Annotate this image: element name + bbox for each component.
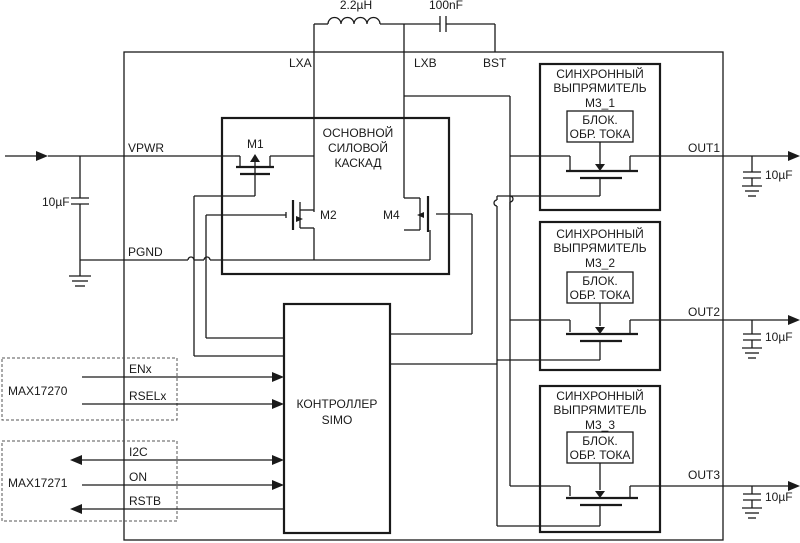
controller-label-1: КОНТРОЛЛЕР: [297, 397, 378, 411]
transistor-m2: M2: [205, 200, 337, 338]
inductor-label: 2.2µH: [340, 0, 372, 12]
controller-label-2: SIMO: [322, 413, 353, 427]
rectifier-1: СИНХРОННЫЙ ВЫПРЯМИТЕЛЬ M3_1 БЛОК. ОБР. Т…: [510, 62, 722, 212]
rectifier-2-block-2: ОБР. ТОКА: [570, 288, 631, 302]
pin-lxa: LXA: [289, 56, 312, 70]
transistor-m4-label: M4: [383, 208, 400, 222]
signal-i2c: I2C: [129, 445, 148, 459]
transistor-m2-label: M2: [320, 208, 337, 222]
power-stage-label-1: ОСНОВНОЙ: [323, 125, 394, 140]
input-capacitor: 10µF: [42, 156, 91, 287]
pin-lxb: LXB: [414, 56, 437, 70]
input-capacitor-label: 10µF: [42, 195, 70, 209]
rectifier-3-block-1: БЛОК.: [582, 434, 617, 448]
output-2: OUT2 10µF: [688, 305, 800, 359]
inductor: 2.2µH: [314, 0, 404, 25]
external-max17270-name: MAX17270: [8, 384, 68, 398]
pin-vpwr: VPWR: [128, 141, 164, 155]
output-3: OUT3 10µF: [688, 468, 800, 519]
signal-enx: ENx: [129, 362, 152, 376]
rectifier-1-name: M3_1: [585, 96, 615, 110]
rectifier-3-title-2: ВЫПРЯМИТЕЛЬ: [553, 403, 646, 417]
power-stage-label-3: КАСКАД: [335, 156, 382, 170]
signal-rselx: RSELx: [129, 389, 166, 403]
rectifier-2-title-2: ВЫПРЯМИТЕЛЬ: [553, 241, 646, 255]
output-1-cap-label: 10µF: [765, 168, 793, 182]
pin-bst: BST: [483, 56, 507, 70]
power-stage-label-2: СИЛОВОЙ: [328, 140, 388, 155]
external-max17271-name: MAX17271: [8, 476, 68, 490]
output-2-cap-label: 10µF: [765, 330, 793, 344]
capacitor-bst-label: 100nF: [429, 0, 463, 12]
signal-rstb: RSTB: [129, 494, 161, 508]
external-max17271: MAX17271 I2C ON RSTB: [1, 440, 284, 522]
transistor-m1: M1: [193, 137, 314, 356]
transistor-m4: M4: [383, 196, 473, 335]
output-1-label: OUT1: [688, 141, 720, 155]
rectifier-1-title-2: ВЫПРЯМИТЕЛЬ: [553, 81, 646, 95]
rectifier-1-block-2: ОБР. ТОКА: [570, 127, 631, 141]
signal-on: ON: [129, 470, 147, 484]
rectifier-1-title-1: СИНХРОННЫЙ: [556, 66, 644, 81]
output-1: OUT1 10µF: [688, 141, 800, 197]
output-2-label: OUT2: [688, 305, 720, 319]
rectifier-2-title-1: СИНХРОННЫЙ: [556, 226, 644, 241]
rectifier-3-block-2: ОБР. ТОКА: [570, 448, 631, 462]
controller-block: [282, 302, 392, 535]
chip-outline: [123, 51, 724, 541]
rectifier-3-title-1: СИНХРОННЫЙ: [556, 388, 644, 403]
rectifier-1-block-1: БЛОК.: [582, 113, 617, 127]
rectifier-2: СИНХРОННЫЙ ВЫПРЯМИТЕЛЬ M3_2 БЛОК. ОБР. Т…: [510, 220, 722, 372]
rectifier-2-block-1: БЛОК.: [582, 274, 617, 288]
rectifier-3: СИНХРОННЫЙ ВЫПРЯМИТЕЛЬ M3_3 БЛОК. ОБР. Т…: [510, 384, 722, 534]
output-3-label: OUT3: [688, 468, 720, 482]
pin-pgnd: PGND: [128, 245, 163, 259]
external-max17270: MAX17270 ENx RSELx: [1, 357, 284, 421]
rectifier-2-name: M3_2: [585, 256, 615, 270]
output-3-cap-label: 10µF: [765, 490, 793, 504]
rectifier-3-name: M3_3: [585, 418, 615, 432]
transistor-m1-label: M1: [247, 137, 264, 151]
capacitor-bst: 100nF: [404, 0, 496, 52]
